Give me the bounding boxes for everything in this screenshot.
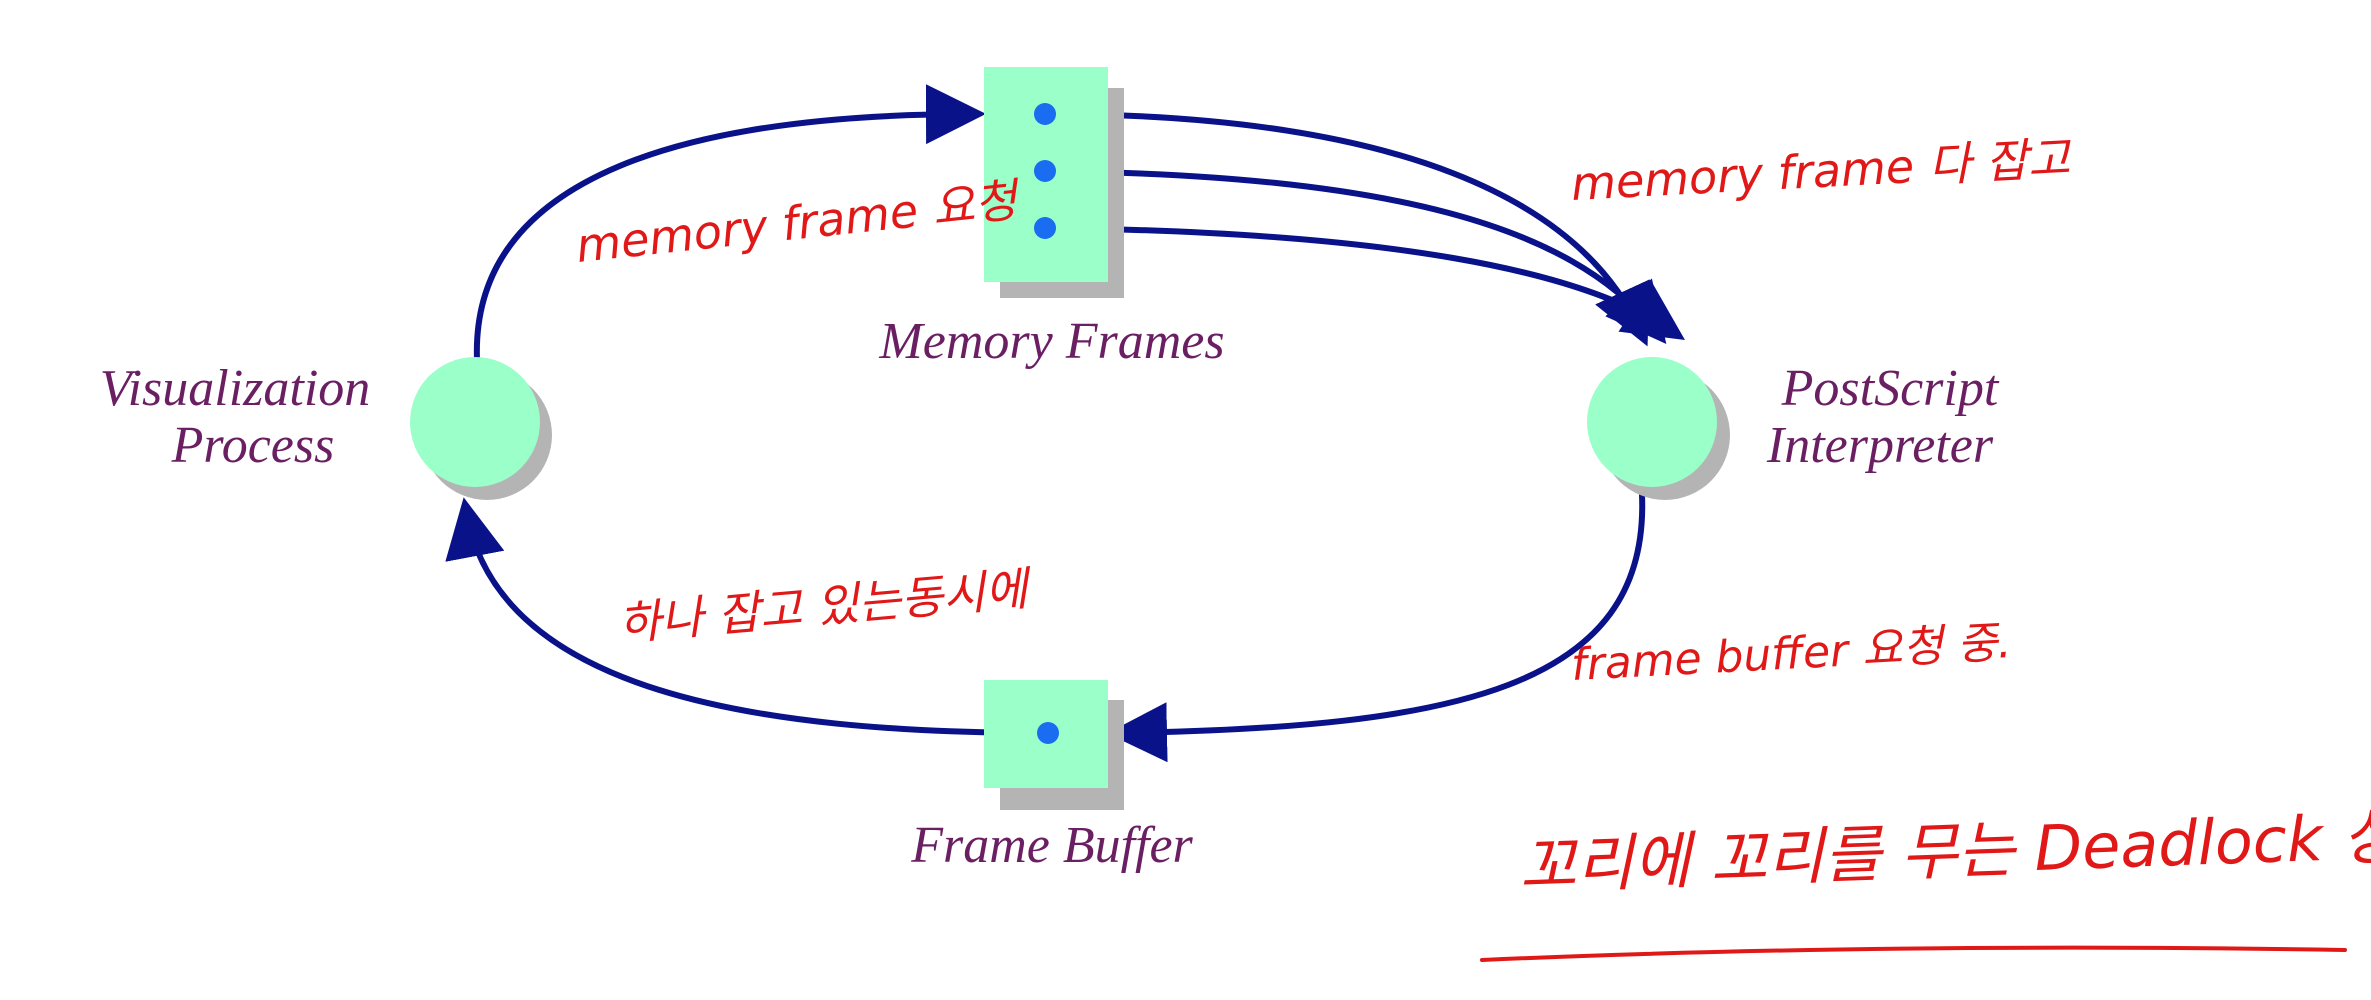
memory-frames-label: Memory Frames — [878, 313, 1224, 370]
visualization-process-label-line2: Process — [171, 417, 335, 474]
frame-buffer-dot — [1037, 722, 1059, 744]
annotation-memory-frame-all-held: memory frame 다 잡고 — [1570, 131, 2073, 211]
annotation-deadlock-note: 꼬리에 꼬리를 무는 Deadlock 상태. — [1518, 797, 2371, 903]
frame-buffer-box — [984, 680, 1124, 810]
arrow-frame-buffer-to-visualization — [445, 497, 1051, 736]
annotation-holding-one-while: 하나 잡고 있는동시에 — [616, 561, 1035, 651]
arrow-memory-frame-1-to-interpreter — [1042, 111, 1650, 347]
arrow-interpreter-to-frame-buffer — [1107, 492, 1646, 763]
memory-frame-dot-1 — [1034, 103, 1056, 125]
postscript-interpreter-label-line1: PostScript — [1781, 360, 2000, 417]
postscript-interpreter-label-line2: Interpreter — [1766, 417, 1994, 474]
arrow-memory-frame-3-to-interpreter — [1042, 225, 1685, 340]
visualization-process-node — [410, 357, 552, 500]
arrow-visualization-to-memory-frames — [473, 84, 986, 363]
visualization-process-label-line1: Visualization — [100, 360, 371, 417]
memory-frame-dot-2 — [1034, 160, 1056, 182]
arrow-memory-frame-2-to-interpreter — [1042, 168, 1667, 344]
postscript-interpreter-node — [1587, 357, 1730, 500]
annotation-frame-buffer-requesting: frame buffer 요청 중. — [1570, 617, 2013, 691]
memory-frame-dot-3 — [1034, 217, 1056, 239]
deadlock-underline — [1480, 945, 2347, 962]
frame-buffer-label: Frame Buffer — [910, 817, 1193, 874]
memory-frames-box — [984, 67, 1124, 298]
annotation-memory-frame-request: memory frame 요청 — [574, 172, 1024, 272]
